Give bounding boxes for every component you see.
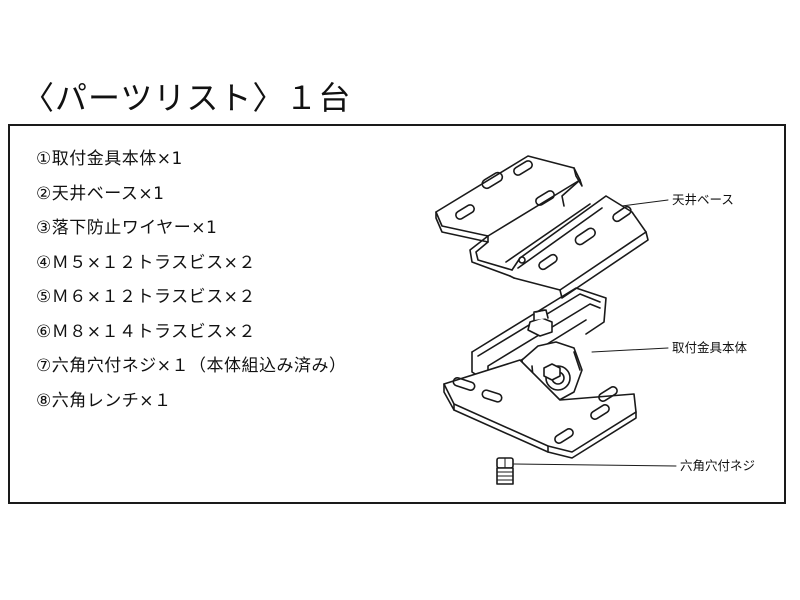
parts-list-item: ④Ｍ５×１２トラスビス×２ [36, 252, 256, 273]
parts-list-item: ⑦六角穴付ネジ×１（本体組込み済み） [36, 356, 347, 376]
parts-list-item: ⑤Ｍ６×１２トラスビス×２ [36, 287, 256, 307]
parts-list-item: ⑥Ｍ８×１４トラスビス×２ [36, 321, 256, 342]
parts-list-item: ③落下防止ワイヤー×1 [36, 218, 218, 238]
callout-ceiling-base: 天井ベース [672, 192, 734, 207]
parts-list-item: ②天井ベース×1 [36, 183, 165, 204]
page-title: 〈パーツリスト〉１台 [22, 79, 352, 117]
hex-bolt-drawing [496, 457, 514, 485]
bracket-body-drawing [443, 287, 637, 459]
ceiling-base-drawing [435, 155, 649, 299]
parts-list: ①取付金具本体×1 ②天井ベース×1 ③落下防止ワイヤー×1 ④Ｍ５×１２トラス… [36, 146, 346, 422]
callout-hex-bolt: 六角穴付ネジ [680, 458, 756, 473]
parts-list-frame [8, 124, 786, 504]
parts-list-item: ⑧六角レンチ×１ [36, 390, 172, 411]
parts-list-item: ①取付金具本体×1 [36, 149, 183, 169]
callout-bracket-body: 取付金具本体 [672, 340, 748, 355]
